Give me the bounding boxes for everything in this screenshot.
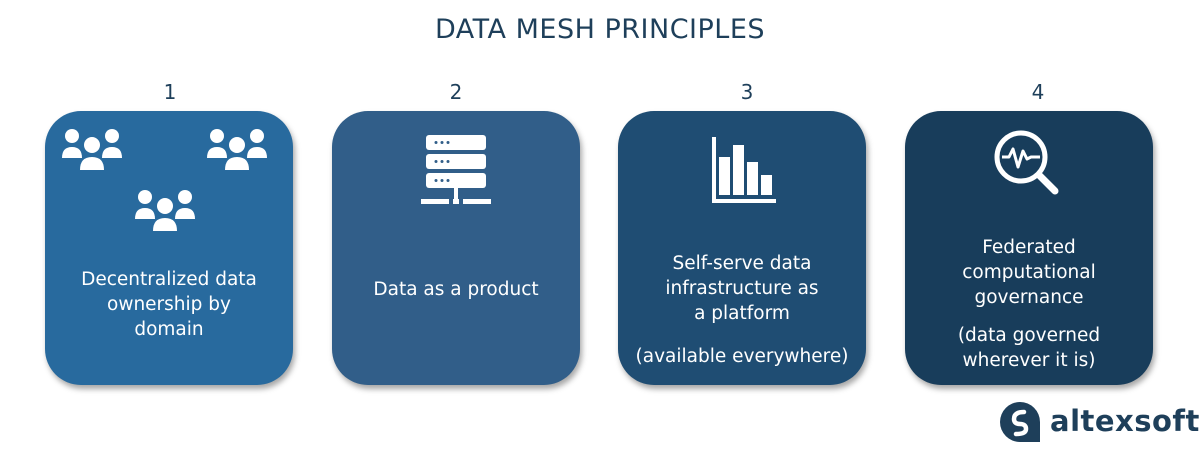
altexsoft-logo: altexsoft [998,400,1199,444]
principle-card-4: Federated computational governance (data… [905,111,1153,385]
principle-text-4: Federated computational governance [962,237,1096,308]
people-groups-icon [62,129,267,231]
principle-text-3: Self-serve data infrastructure as a plat… [665,253,819,324]
principle-text-1: Decentralized data ownership by domain [81,269,257,340]
magnifier-pulse-icon [994,130,1059,195]
principle-note-3: (available everywhere) [635,346,849,367]
principle-number-3: 3 [740,80,754,104]
principle-note-4: (data governed wherever it is) [957,325,1101,371]
bar-chart-icon [712,137,776,203]
principle-card-2: Data as a product [332,111,580,385]
diagram-title: DATA MESH PRINCIPLES [434,14,766,45]
logo-mark-icon [1000,402,1040,442]
principle-card-3: Self-serve data infrastructure as a plat… [618,111,866,385]
principle-number-2: 2 [449,80,463,104]
server-network-icon [421,135,491,204]
logo-text: altexsoft [1050,404,1200,438]
principle-text-2: Data as a product [373,279,539,300]
principle-number-1: 1 [163,80,177,104]
principle-number-4: 4 [1031,80,1045,104]
principle-card-1: Decentralized data ownership by domain [45,111,293,385]
